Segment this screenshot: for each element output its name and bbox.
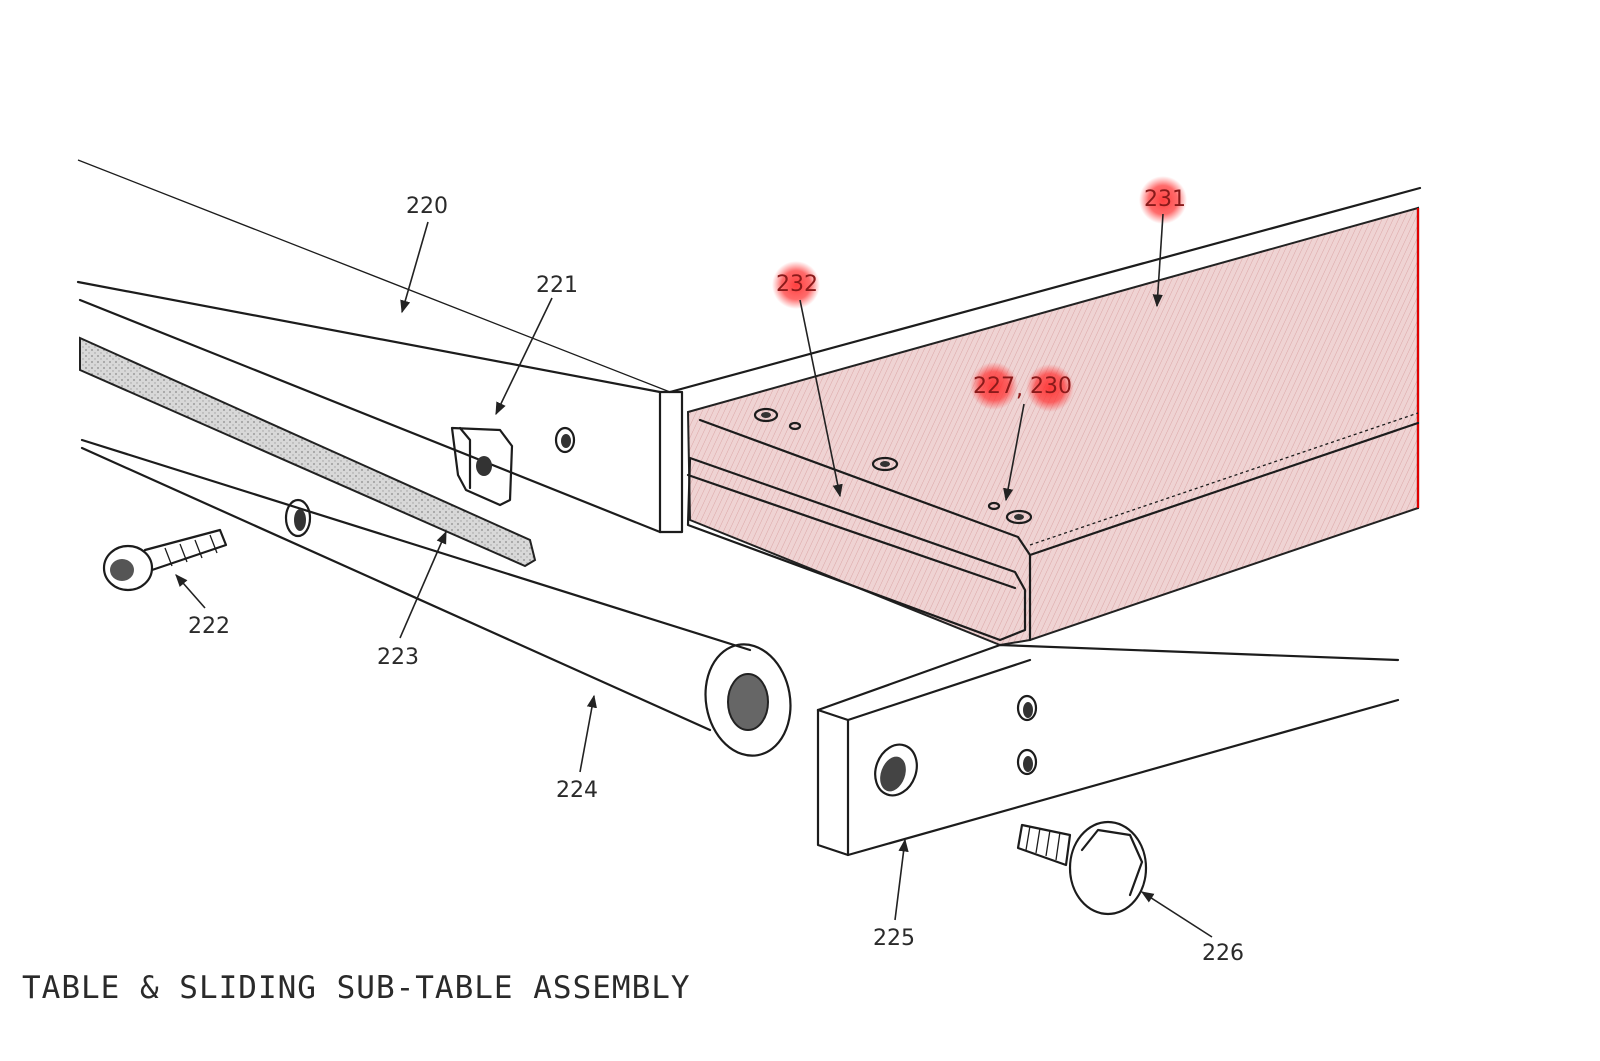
callout-230: 230 — [1030, 374, 1072, 399]
callout-226: 226 — [1202, 941, 1244, 966]
highlight-dot-232 — [772, 261, 820, 309]
cap-screw-222 — [102, 528, 228, 592]
sub-table-231 — [686, 206, 1420, 647]
highlight-dot-227 — [970, 362, 1018, 410]
callout-220: 220 — [406, 194, 448, 219]
main-table-220 — [76, 159, 1422, 534]
callout-225: 225 — [873, 926, 915, 951]
highlight-dot-230 — [1026, 364, 1074, 412]
callout-224: 224 — [556, 778, 598, 803]
callout-232: 232 — [776, 272, 818, 297]
diagram-title: TABLE & SLIDING SUB-TABLE ASSEMBLY — [22, 970, 691, 1006]
callout-223: 223 — [377, 645, 419, 670]
nut-221 — [450, 426, 514, 507]
highlight-markers — [772, 176, 1187, 412]
highlight-dot-231 — [1139, 176, 1187, 224]
rail-plate-225 — [816, 643, 1400, 857]
callout-labels: 220 221 222 223 224 225 226 227 , 230 23… — [188, 187, 1244, 966]
scale-223 — [79, 336, 537, 568]
leader-lines — [175, 213, 1213, 938]
callout-221: 221 — [536, 273, 578, 298]
thumb-bolt-226 — [1016, 820, 1148, 916]
callout-separator: , — [1016, 377, 1023, 402]
callout-222: 222 — [188, 614, 230, 639]
rod-224 — [80, 438, 792, 757]
callout-231: 231 — [1144, 187, 1186, 212]
callout-227: 227 — [973, 374, 1015, 399]
